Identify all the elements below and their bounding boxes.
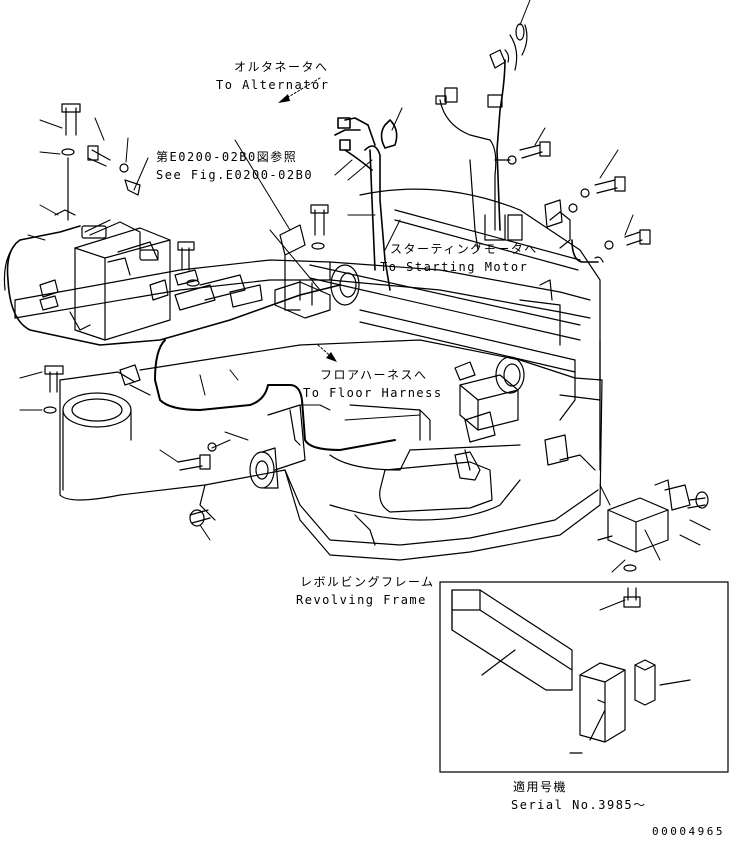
revolving-frame	[59, 339, 603, 561]
upper-deck	[14, 188, 601, 471]
see-fig-label-jp: 第E0200-02B0図参照	[156, 150, 298, 164]
revolving-frame-label-en: Revolving Frame	[296, 593, 427, 607]
see-fig-label-en: See Fig.E0200-02B0	[156, 168, 314, 182]
left-harness	[3, 225, 396, 451]
pulley	[330, 264, 525, 394]
serial-label-jp: 適用号機	[513, 780, 568, 794]
alternator-label-jp: オルタネータへ	[234, 60, 329, 74]
inset-detail	[439, 581, 729, 773]
starting-motor-label-jp: スターティングモータへ	[390, 242, 538, 256]
direction-arrows	[279, 77, 336, 361]
swing-motor-housing	[62, 392, 132, 491]
starting-motor-harness	[435, 23, 599, 263]
arrow-heads	[278, 94, 337, 362]
starting-motor-label-en: To Starting Motor	[380, 260, 529, 274]
battery	[74, 219, 171, 341]
battery-disconnect	[597, 479, 709, 608]
switch-cluster	[419, 361, 569, 471]
revolving-frame-label-jp: レボルビングフレーム	[300, 575, 435, 589]
relay-block	[39, 224, 331, 396]
horn	[249, 404, 306, 489]
right-bolts	[507, 141, 651, 263]
serial-label-en: Serial No.3985～	[511, 798, 647, 812]
floor-harness-label-en: To Floor Harness	[303, 386, 443, 400]
document-number: 00004965	[652, 825, 725, 838]
left-bolts	[43, 103, 329, 527]
floor-harness-label-jp: フロアハーネスへ	[320, 368, 428, 382]
leader-lines	[19, 0, 711, 611]
alternator-label-en: To Alternator	[216, 78, 330, 92]
alternator-harness	[334, 117, 398, 291]
